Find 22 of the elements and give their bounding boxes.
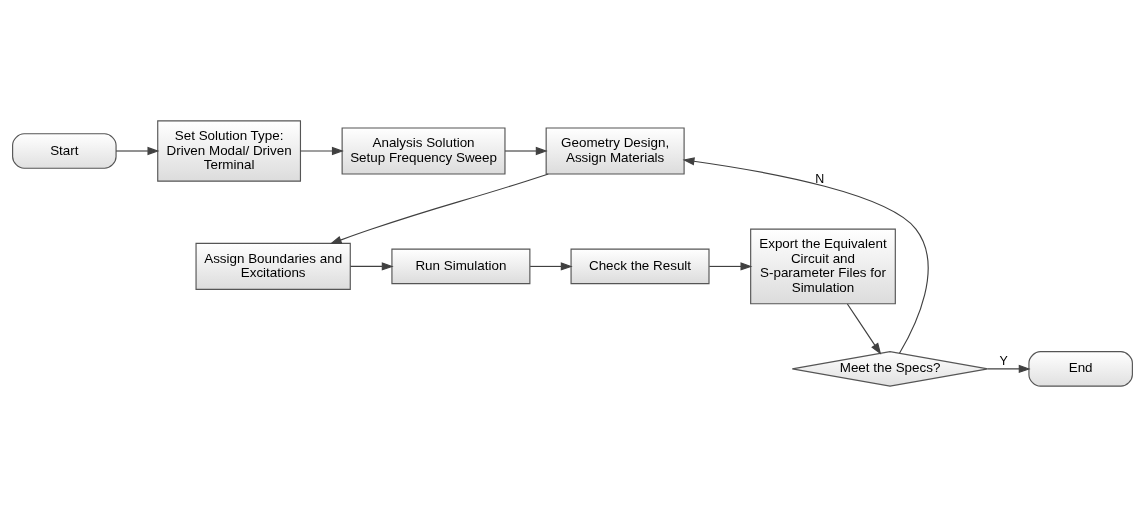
arrow [846, 302, 882, 355]
arrow [299, 146, 344, 155]
arrow [504, 146, 548, 155]
arrow [529, 261, 573, 271]
node-box: Run Simulation [391, 248, 531, 284]
node-box: Export the Equivalent Circuit and S-parameter Files for Simulation [750, 228, 896, 304]
node-box: End [1028, 350, 1133, 387]
node-diamond: Meet the Specs? [791, 350, 989, 387]
node-box: Check the Result [570, 248, 710, 284]
node-box: Set Solution Type: Driven Modal/ Driven Terminal [157, 119, 302, 182]
node-box: Analysis Solution Setup Frequency Sweep [341, 126, 506, 175]
node-box: Geometry Design, Assign Materials [545, 126, 685, 175]
arrow [115, 146, 160, 155]
arrow [349, 261, 394, 271]
edge-label: Y [999, 353, 1008, 368]
arrow [682, 156, 929, 354]
arrow [987, 364, 1031, 373]
arrow [329, 172, 549, 244]
node-box: Start [12, 132, 117, 169]
node-box: Assign Boundaries and Excitations [195, 242, 351, 290]
edge-label: N [815, 171, 825, 186]
arrow [708, 261, 753, 271]
